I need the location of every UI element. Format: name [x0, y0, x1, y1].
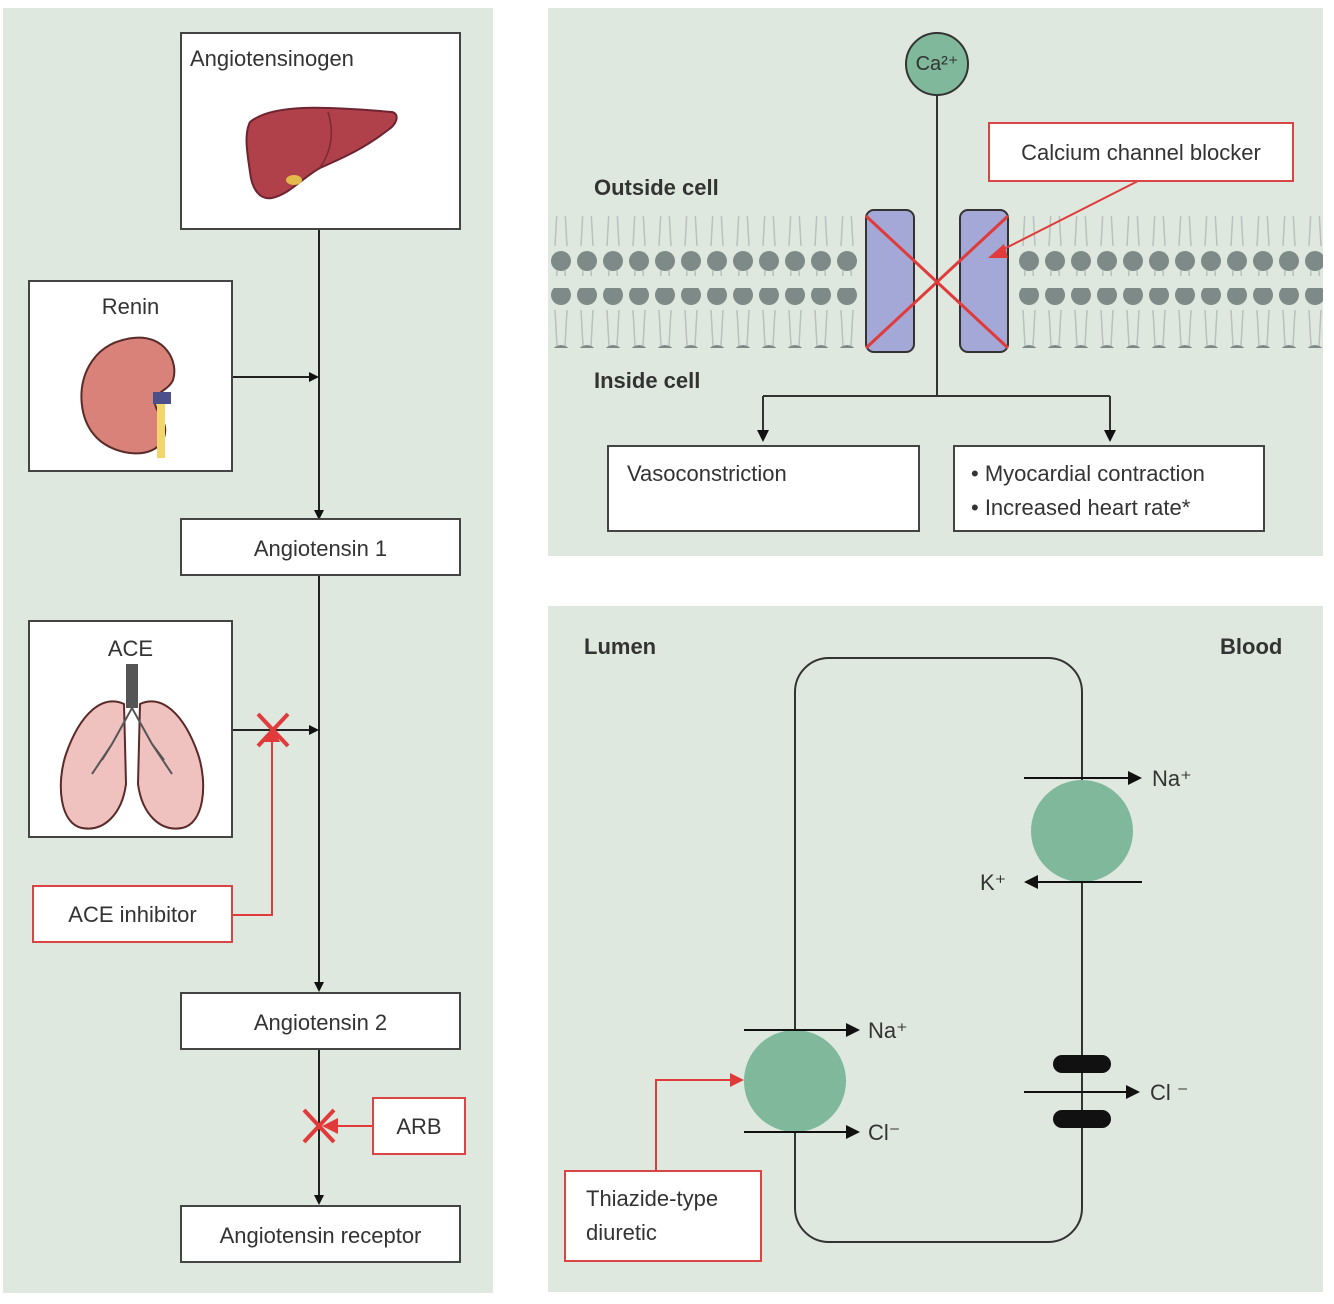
- ace-inhibitor-label: ACE inhibitor: [68, 902, 197, 927]
- k-label: K⁺: [980, 870, 1007, 895]
- outside-cell-label: Outside cell: [594, 175, 719, 200]
- cl-lumen-label: Cl⁻: [868, 1120, 901, 1145]
- na-lumen-label: Na⁺: [868, 1018, 908, 1043]
- calcium-channel-blocker-label: Calcium channel blocker: [1021, 140, 1261, 165]
- ace-block-x-icon: [256, 712, 290, 748]
- ace-box: ACE: [28, 620, 233, 838]
- angiotensin-receptor-label: Angiotensin receptor: [219, 1223, 422, 1248]
- liver-icon: [245, 106, 398, 200]
- increased-heart-rate-label: • Increased heart rate*: [971, 495, 1191, 520]
- tubule-cell-outline: [794, 657, 1083, 1243]
- angiotensin2-box: Angiotensin 2: [180, 992, 461, 1050]
- arb-box: ARB: [372, 1097, 466, 1155]
- calcium-ion-icon: [905, 32, 969, 96]
- inside-cell-label: Inside cell: [594, 368, 701, 393]
- cardiac-effects-box: • Myocardial contraction • Increased hea…: [953, 445, 1265, 532]
- na-k-pump-icon: [1031, 780, 1133, 882]
- blood-label: Blood: [1220, 634, 1283, 659]
- arb-label: ARB: [396, 1114, 442, 1139]
- renin-box: Renin: [28, 280, 233, 472]
- na-blood-label: Na⁺: [1152, 766, 1192, 791]
- calcium-channel-left: [865, 209, 915, 353]
- angiotensin2-label: Angiotensin 2: [253, 1010, 388, 1035]
- vasoconstriction-label: Vasoconstriction: [627, 461, 787, 486]
- ace-label: ACE: [107, 636, 154, 661]
- myocardial-contraction-label: • Myocardial contraction: [971, 461, 1205, 486]
- vasoconstriction-box: Vasoconstriction: [607, 445, 920, 532]
- angiotensin1-label: Angiotensin 1: [253, 536, 388, 561]
- lungs-icon: [59, 664, 205, 830]
- angiotensin-receptor-box: Angiotensin receptor: [180, 1205, 461, 1263]
- angiotensinogen-box: Angiotensinogen: [180, 32, 461, 230]
- channel-block-x-icon: [864, 214, 1010, 350]
- angiotensinogen-label: Angiotensinogen: [190, 46, 354, 71]
- nacl-cotransporter-icon: [744, 1030, 846, 1132]
- chloride-channel-top: [1053, 1055, 1111, 1073]
- calcium-channel-right: [959, 209, 1009, 353]
- thiazide-diuretic-line2: diuretic: [586, 1220, 657, 1245]
- chloride-channel-bottom: [1053, 1110, 1111, 1128]
- lumen-label: Lumen: [584, 634, 657, 659]
- renin-label: Renin: [101, 294, 160, 319]
- calcium-ion-label: Ca²⁺: [915, 53, 959, 75]
- arb-block-x-icon: [302, 1108, 336, 1144]
- ace-inhibitor-box: ACE inhibitor: [32, 885, 233, 943]
- angiotensin1-box: Angiotensin 1: [180, 518, 461, 576]
- thiazide-diuretic-box: Thiazide-type diuretic: [564, 1170, 762, 1262]
- calcium-channel-blocker-box: Calcium channel blocker: [988, 122, 1294, 182]
- tubule-cell-diagram: [655, 657, 1142, 1243]
- cl-blood-label: Cl ⁻: [1150, 1080, 1189, 1105]
- thiazide-diuretic-line1: Thiazide-type: [586, 1186, 719, 1211]
- membrane-diagram: [548, 32, 1323, 442]
- kidney-icon: [80, 336, 176, 458]
